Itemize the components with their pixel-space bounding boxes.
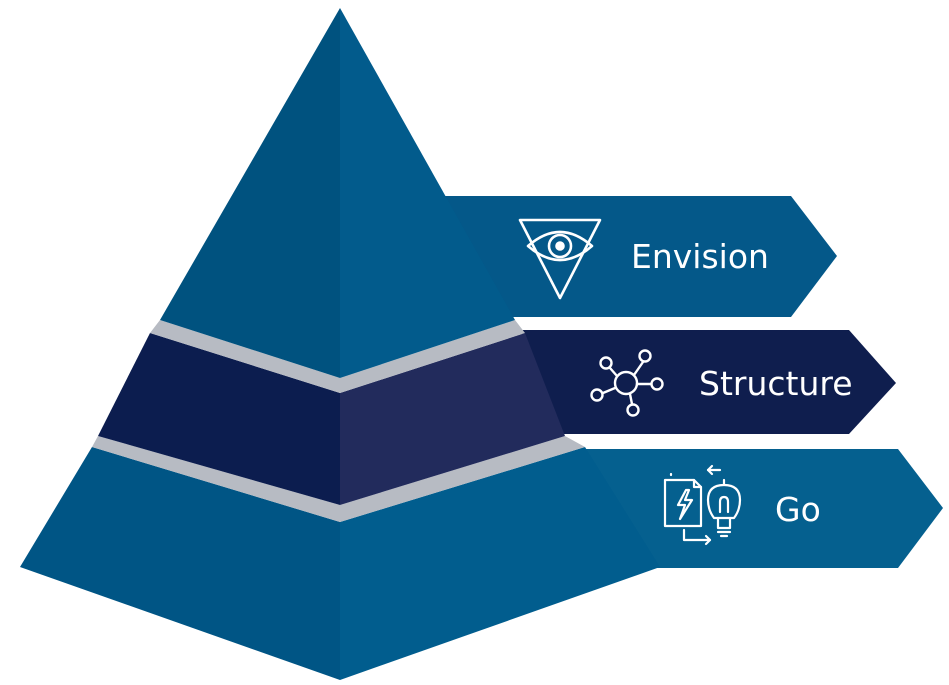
banner-go-shape <box>585 449 943 568</box>
structure-label: Structure <box>699 364 853 403</box>
tier-middle-right-face <box>340 333 565 505</box>
tier-bottom-left-face <box>20 447 340 680</box>
pyramid-tier-top <box>160 8 515 378</box>
tier-middle-left-face <box>98 333 340 505</box>
network-nodes-icon <box>590 349 664 417</box>
banner-go <box>585 449 943 568</box>
pyramid-tier-middle <box>98 333 565 505</box>
document-lightbulb-icon <box>663 464 742 546</box>
separator-upper-shape <box>150 320 525 393</box>
envision-label: Envision <box>631 237 769 276</box>
banner-structure-shape <box>520 330 896 434</box>
eye-in-triangle-icon <box>518 218 602 300</box>
banner-structure <box>520 330 896 434</box>
banner-envision-shape <box>445 196 837 317</box>
separator-upper <box>150 320 525 393</box>
tier-top-right-face <box>340 8 515 378</box>
go-label: Go <box>775 490 821 529</box>
tier-bottom-right-face <box>340 447 660 680</box>
tier-top-left-face <box>160 8 340 378</box>
separator-lower <box>92 436 585 522</box>
separator-lower-shape <box>92 436 585 522</box>
banner-envision <box>445 196 837 317</box>
pyramid-tier-bottom <box>20 447 660 680</box>
